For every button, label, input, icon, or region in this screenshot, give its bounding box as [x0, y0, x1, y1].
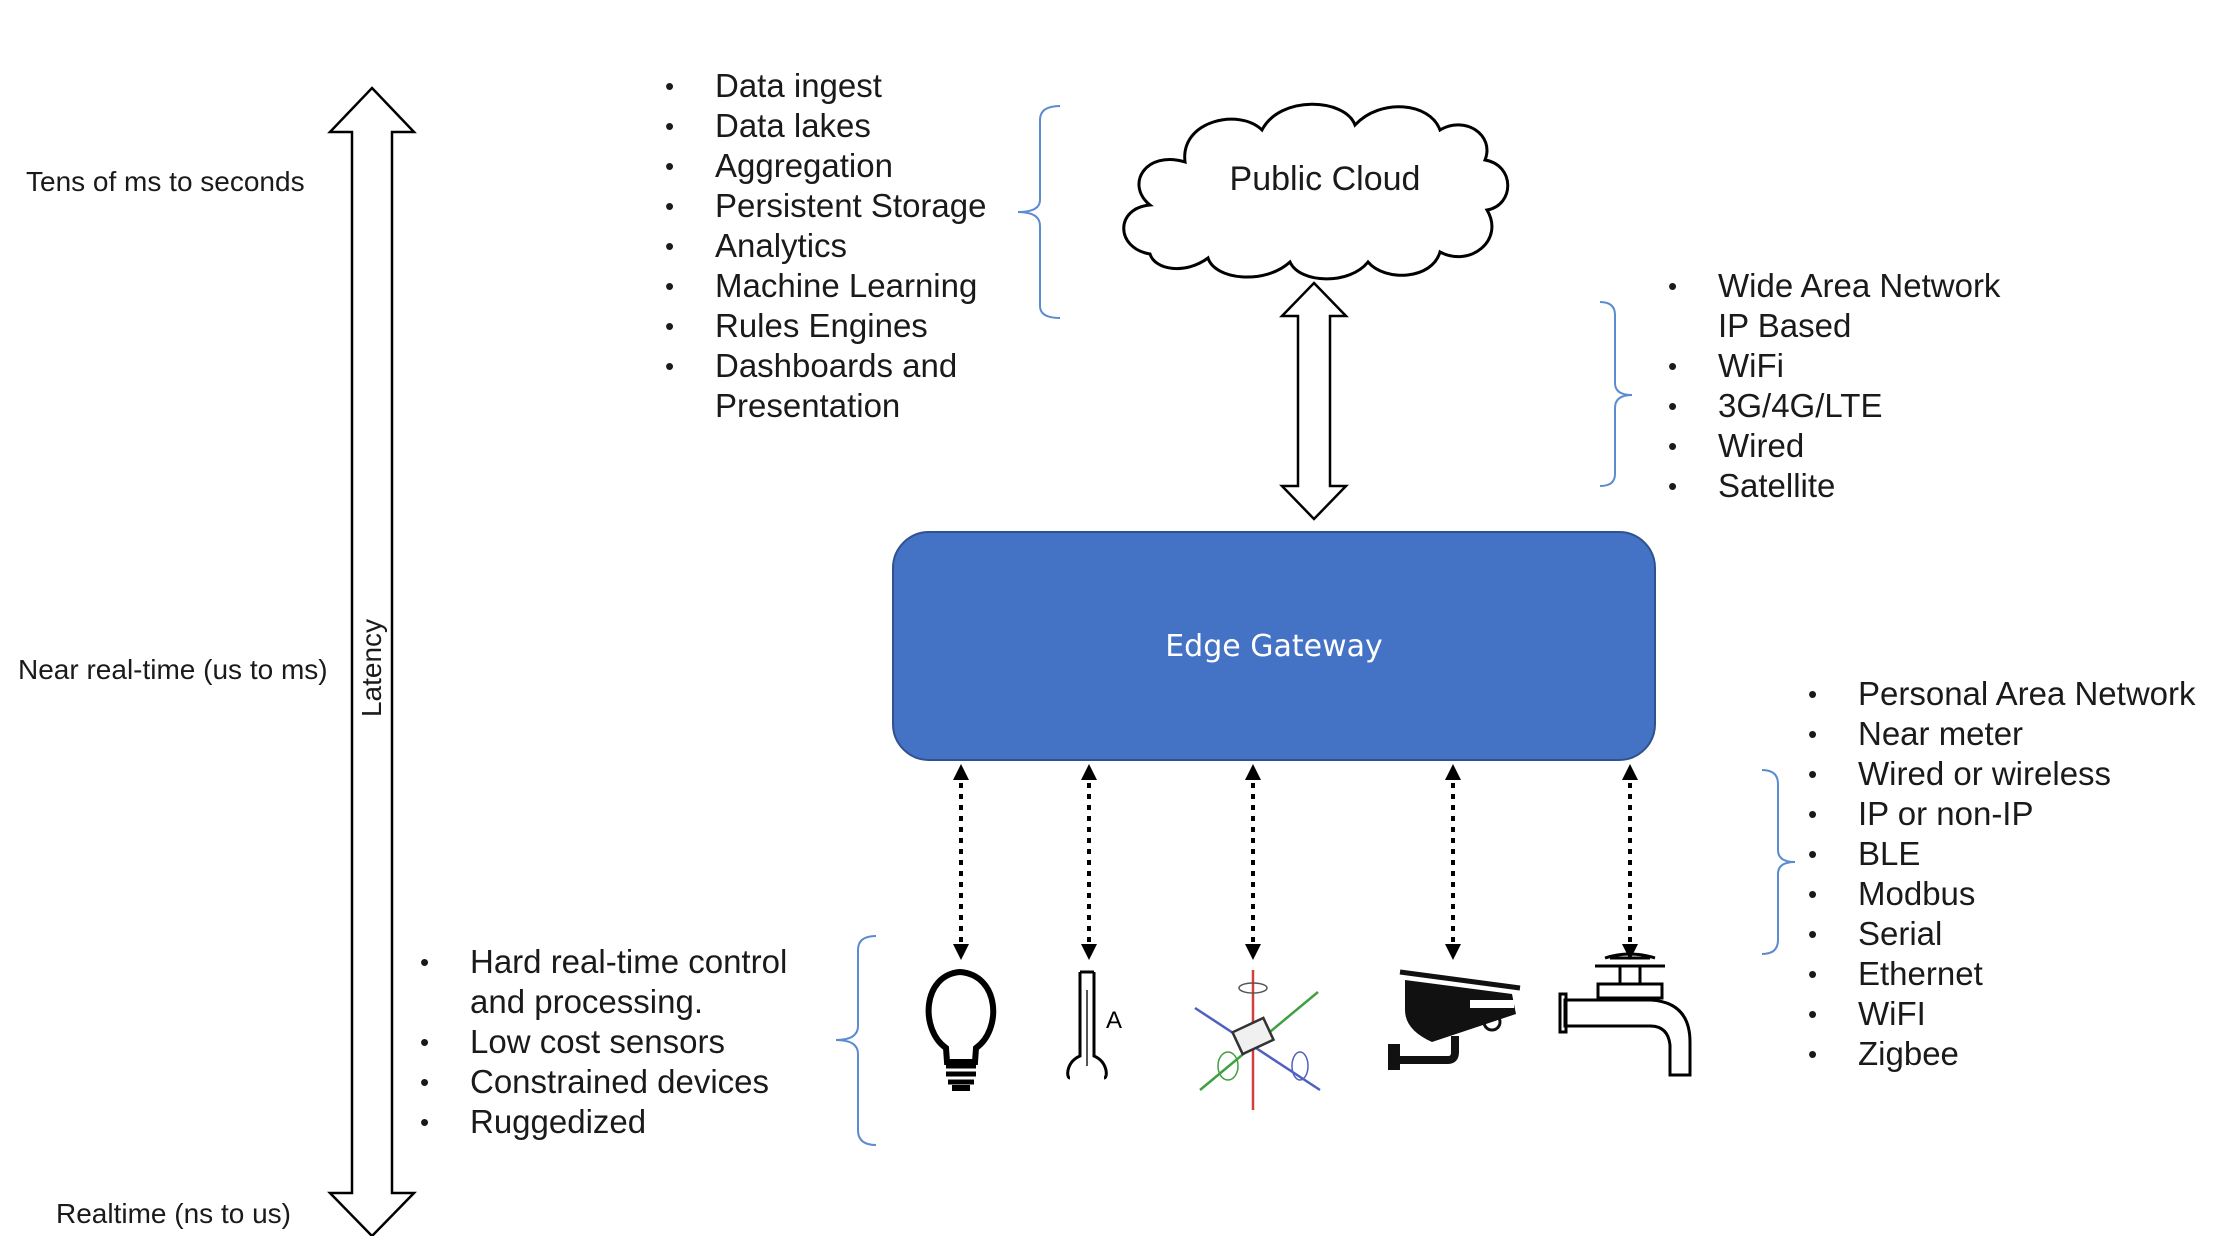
latency-arrow [327, 86, 417, 1236]
list-item: Near meter [1808, 714, 2196, 754]
wan-bracket [1599, 301, 1633, 487]
cloud-capabilities-bracket [1017, 105, 1061, 319]
list-item: Wide Area Network [1668, 266, 2000, 306]
latency-tier-devices: Realtime (ns to us) [56, 1198, 291, 1229]
pan-bracket [1761, 769, 1796, 955]
public-cloud-shape [1122, 102, 1510, 281]
list-item: Machine Learning [665, 266, 986, 306]
list-item: Satellite [1668, 466, 2000, 506]
list-item: Presentation [715, 387, 901, 424]
list-item: Zigbee [1808, 1034, 2196, 1074]
water-tap-icon [1558, 952, 1692, 1077]
list-item: Serial [1808, 914, 2196, 954]
list-item: Rules Engines [665, 306, 986, 346]
thermometer-icon: A [1066, 970, 1122, 1080]
edge-gateway-label: Edge Gateway [1165, 628, 1383, 664]
list-item: Analytics [665, 226, 986, 266]
list-item: Wired [1668, 426, 2000, 466]
list-item: and processing. [470, 983, 703, 1020]
public-cloud-label: Public Cloud [1229, 160, 1421, 198]
list-item: BLE [1808, 834, 2196, 874]
latency-axis-label: Latency [356, 618, 387, 718]
list-item: Hard real-time control [420, 942, 787, 982]
list-item: Dashboards and [665, 346, 986, 386]
latency-tier-cloud: Tens of ms to seconds [26, 166, 305, 197]
list-item: Modbus [1808, 874, 2196, 914]
cloud-gateway-arrow [1279, 281, 1349, 521]
list-item: Aggregation [665, 146, 986, 186]
list-item: Wired or wireless [1808, 754, 2196, 794]
list-item: Low cost sensors [420, 1022, 787, 1062]
list-item: IP or non-IP [1808, 794, 2196, 834]
devices-bracket [835, 935, 877, 1146]
list-item: Constrained devices [420, 1062, 787, 1102]
latency-tier-gateway: Near real-time (us to ms) [18, 654, 328, 685]
list-item: WiFI [1808, 994, 2196, 1034]
light-bulb-icon [925, 968, 997, 1091]
list-item: Persistent Storage [665, 186, 986, 226]
wan-list: Wide Area Network IP Based WiFi 3G/4G/LT… [1668, 266, 2000, 506]
list-item: Data lakes [665, 106, 986, 146]
security-camera-icon [1388, 969, 1521, 1070]
pan-list: Personal Area Network Near meter Wired o… [1808, 674, 2196, 1074]
list-item: Personal Area Network [1808, 674, 2196, 714]
list-item: 3G/4G/LTE [1668, 386, 2000, 426]
list-item: WiFi [1668, 346, 2000, 386]
list-item: Ruggedized [420, 1102, 787, 1142]
list-item: Data ingest [665, 66, 986, 106]
list-item: Ethernet [1808, 954, 2196, 994]
devices-list: Hard real-time control and processing. L… [420, 942, 787, 1142]
edge-gateway-box [892, 531, 1656, 761]
cloud-capabilities-list: Data ingest Data lakes Aggregation Persi… [665, 66, 986, 426]
thermometer-mark: A [1106, 1007, 1122, 1034]
list-item: IP Based [1718, 307, 1852, 344]
accelerometer-icon [1194, 970, 1321, 1110]
